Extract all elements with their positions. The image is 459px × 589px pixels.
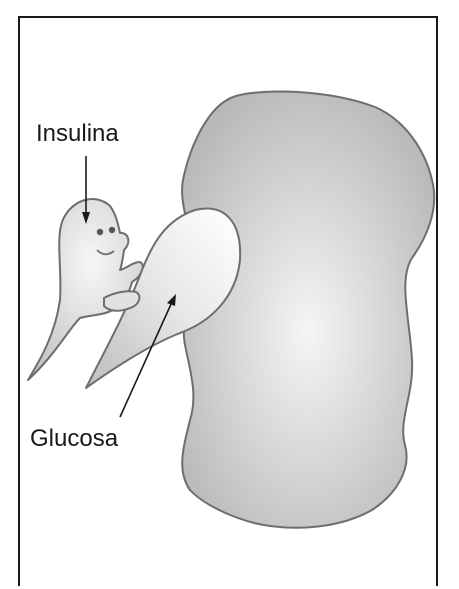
insulin-eye-left xyxy=(97,229,103,235)
insulin-label: Insulina xyxy=(36,120,119,147)
glucose-label: Glucosa xyxy=(30,425,119,452)
cell-shape xyxy=(182,91,434,527)
insulin-eye-right xyxy=(109,227,115,233)
